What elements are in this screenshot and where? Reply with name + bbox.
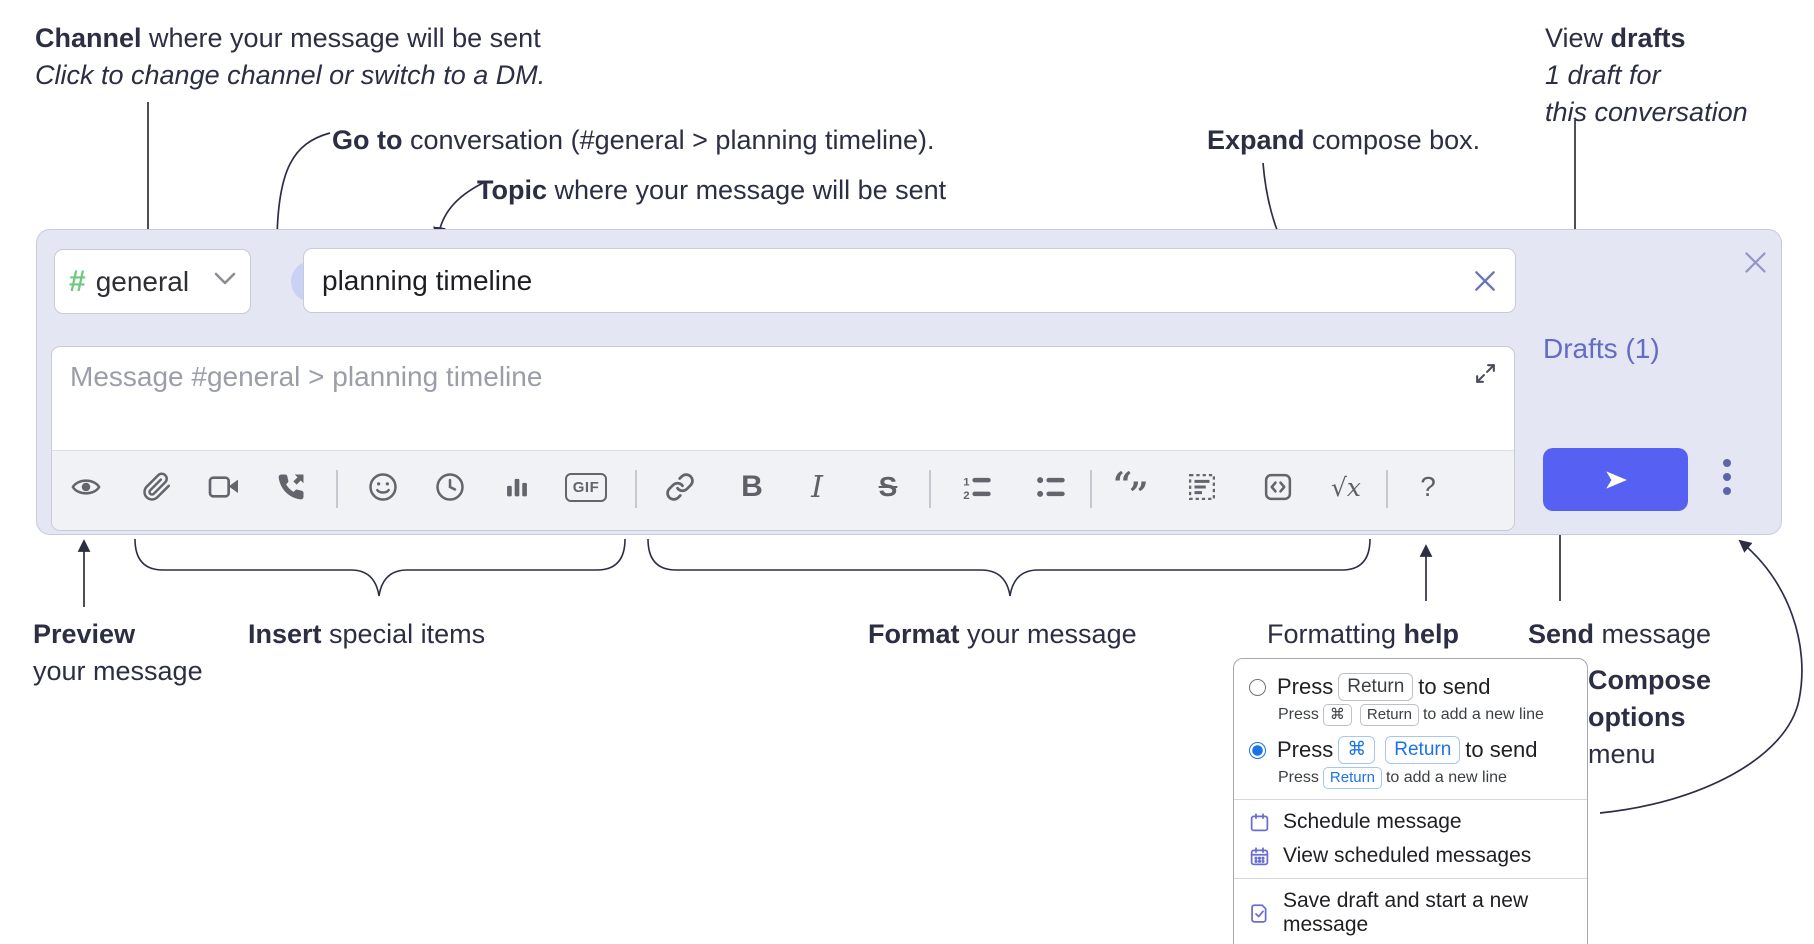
link-icon[interactable] [657,461,703,513]
gif-icon[interactable]: GIF [563,461,609,513]
annotation-send: Send message [1528,619,1712,649]
channel-selector[interactable]: # general [54,249,251,314]
annotation-goto: Go to conversation (#general > planning … [332,125,935,155]
annotation-compose-options: Compose options menu [1588,665,1712,769]
annotation-view-drafts: View drafts 1 draft for this conversatio… [1545,23,1748,127]
drafts-link[interactable]: Drafts (1) [1543,333,1660,364]
chevron-down-icon [214,272,236,291]
bulleted-list-icon[interactable] [1028,461,1074,513]
numbered-list-icon[interactable]: 1 2 [954,461,1000,513]
clear-topic-icon[interactable] [1463,259,1507,303]
bold-icon[interactable]: B [741,470,763,503]
send-button[interactable] [1543,448,1688,511]
compose-toolbar: GIF B I S 1 2 [52,450,1514,530]
toolbar-divider [929,470,931,508]
schedule-clock-icon[interactable] [427,461,473,513]
toolbar-divider [635,470,637,508]
strikethrough-icon[interactable]: S [878,471,898,502]
compose-options-menu-button[interactable] [1717,459,1737,495]
expand-compose-icon[interactable] [1468,356,1502,390]
math-icon[interactable]: √x [1330,472,1362,502]
popup-divider [1234,878,1587,879]
message-textarea[interactable] [52,347,1514,449]
annotation-channel: Channel where your message will be sent … [35,23,546,90]
code-icon[interactable] [1255,461,1301,513]
video-call-icon[interactable] [201,461,247,513]
attach-file-icon[interactable] [134,461,180,513]
svg-text:2: 2 [963,490,969,501]
toolbar-divider [1386,470,1388,508]
annotation-expand: Expand compose box. [1207,125,1481,155]
popup-divider [1234,799,1587,800]
compose-box: # general [36,229,1782,535]
radio-selected[interactable] [1249,741,1266,759]
annotation-topic: Topic where your message will be sent [477,175,947,205]
menu-item-view-scheduled[interactable]: View scheduled messages [1249,844,1572,868]
annotation-format: Format your message [868,619,1137,649]
calendar-dots-icon [1250,846,1269,865]
menu-item-schedule-message[interactable]: Schedule message [1249,810,1572,834]
spoiler-icon[interactable] [1179,461,1225,513]
annotation-preview: Preview your message [33,619,203,686]
save-draft-icon [1251,903,1267,923]
annotation-formatting-help: Formatting help [1267,619,1460,649]
message-compose-area: GIF B I S 1 2 [51,346,1515,531]
annotation-insert: Insert special items [248,619,486,649]
quote-icon[interactable]: “” [1113,465,1149,515]
emoji-icon[interactable] [360,461,406,513]
topic-input[interactable] [304,264,1463,297]
close-compose-icon[interactable] [1737,244,1773,280]
svg-text:1: 1 [963,476,970,488]
preview-icon[interactable] [63,461,109,513]
voice-call-icon[interactable] [268,461,314,513]
radio-unselected[interactable] [1249,678,1266,696]
calendar-icon [1250,812,1269,831]
topic-input-wrapper [303,248,1516,313]
message-formatting-help-icon[interactable]: ? [1420,471,1436,502]
italic-icon[interactable]: I [811,469,823,505]
poll-icon[interactable] [494,461,540,513]
menu-item-save-draft[interactable]: Save draft and start a new message [1249,889,1572,937]
toolbar-divider [1090,470,1092,508]
send-icon [1605,470,1627,489]
channel-name: general [95,265,190,297]
hash-icon: # [69,264,86,298]
toolbar-divider [336,470,338,508]
